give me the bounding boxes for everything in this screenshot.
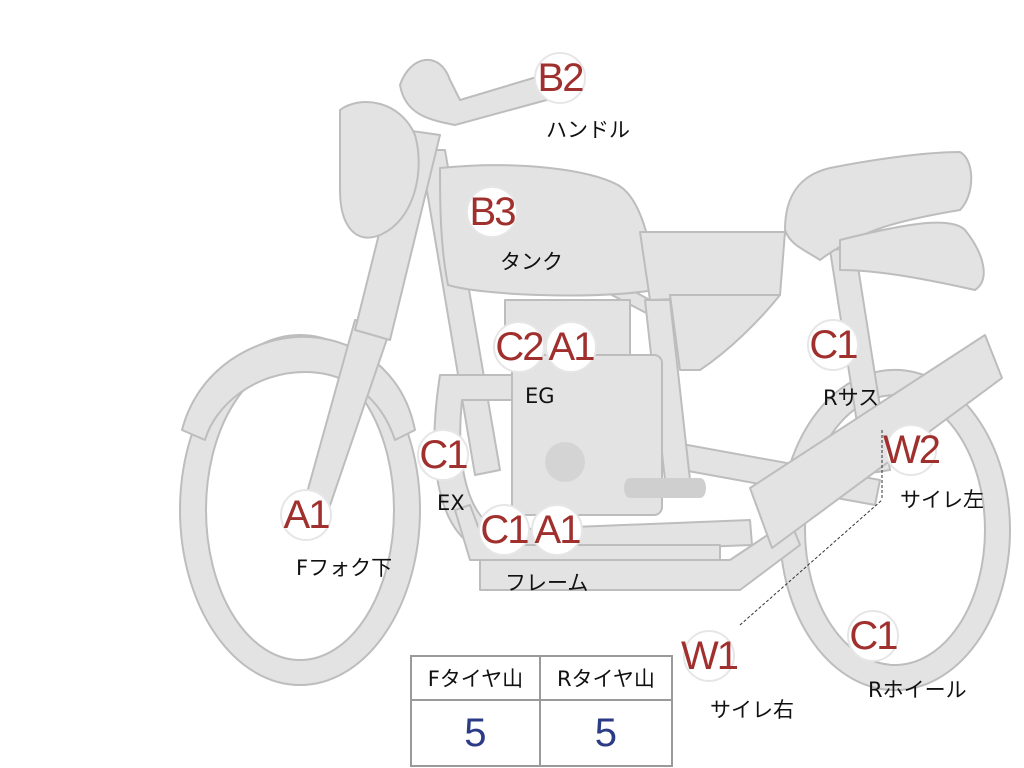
front-tire-tread-value: 5	[410, 699, 541, 767]
front-fork-grade-badge: A1	[280, 489, 332, 541]
side-panel	[669, 294, 781, 371]
front-tire-tread-header: Fタイヤ山	[410, 655, 541, 701]
muffler-right-label: サイレ右	[710, 698, 794, 722]
tank-label: タンク	[500, 250, 563, 274]
side-cover	[639, 231, 786, 301]
frame-grade-badge-1: C1	[478, 504, 530, 556]
tire-tread-table: Fタイヤ山 Rタイヤ山 5 5	[410, 655, 674, 767]
tank-grade-badge: B3	[466, 186, 518, 238]
muffler	[749, 334, 1003, 549]
engine-grade-badge-1: C2	[493, 321, 545, 373]
engine-case-cover	[545, 442, 585, 482]
fork-upper	[354, 129, 441, 341]
rear-suspension-grade-badge: C1	[807, 319, 859, 371]
frame-lower	[479, 519, 801, 591]
exhaust-label: EX	[437, 491, 465, 515]
exhaust-grade-badge: C1	[417, 429, 469, 481]
engine-grade-badge-2: A1	[545, 321, 597, 373]
rear-tire-tread-value: 5	[538, 699, 674, 767]
rear-tire-tread-header: Rタイヤ山	[538, 655, 674, 701]
handle-label: ハンドル	[546, 118, 630, 142]
frame-grade-badge-2: A1	[531, 504, 583, 556]
rear-wheel-label: Rホイール	[868, 678, 967, 702]
rear-wheel-grade-badge: C1	[847, 610, 899, 662]
rear-fender	[839, 221, 985, 291]
handle-grade-badge: B2	[534, 52, 586, 104]
muffler-left-label: サイレ左	[900, 488, 984, 512]
seat	[784, 151, 973, 261]
engine-label: EG	[525, 384, 555, 408]
headlight	[339, 101, 420, 239]
front-fork-label: Fフォク下	[296, 556, 393, 580]
footrest	[624, 478, 706, 498]
rear-suspension-label: Rサス	[823, 386, 880, 410]
muffler-left-grade-badge: W2	[883, 424, 941, 476]
frame-label: フレーム	[505, 571, 589, 595]
muffler-right-grade-badge: W1	[681, 630, 739, 682]
leader-line-muffler-right	[739, 499, 883, 626]
